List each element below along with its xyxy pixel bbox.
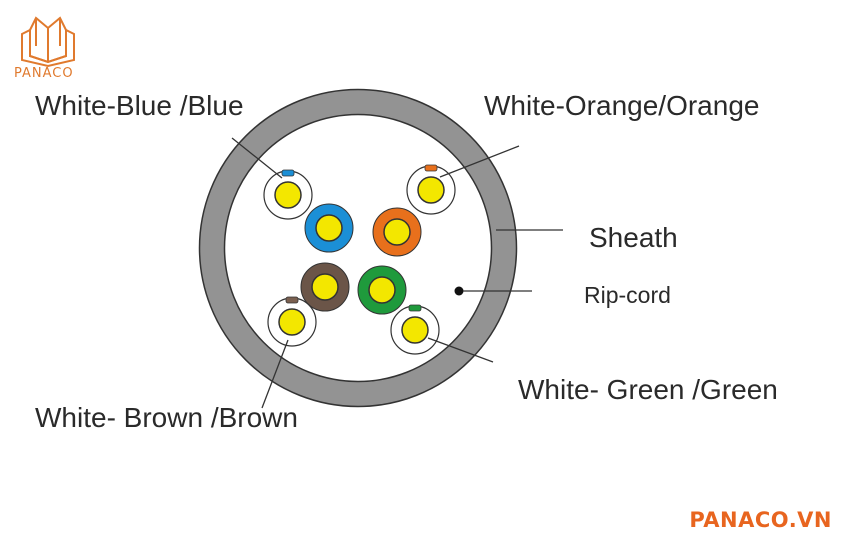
label-white-blue: White-Blue /Blue bbox=[35, 90, 244, 121]
leader-line-white-blue bbox=[231, 137, 283, 179]
leader-line-white-orange bbox=[439, 145, 520, 178]
orange-wire bbox=[372, 207, 422, 257]
leader-line-white-brown bbox=[261, 339, 289, 409]
sheath-outer-edge bbox=[198, 88, 518, 408]
website-watermark: PANACO.VN bbox=[689, 508, 832, 532]
white-orange-wire bbox=[406, 164, 456, 215]
label-rip-cord: Rip-cord bbox=[584, 282, 671, 308]
label-white-brown: White- Brown /Brown bbox=[35, 402, 298, 433]
label-white-green: White- Green /Green bbox=[518, 374, 778, 405]
label-sheath: Sheath bbox=[589, 222, 678, 253]
blue-wire bbox=[304, 203, 354, 253]
green-wire bbox=[357, 265, 407, 315]
logo-text: PANACO bbox=[14, 66, 74, 81]
brown-wire bbox=[300, 262, 350, 312]
white-blue-wire bbox=[263, 169, 313, 220]
leader-line-white-green bbox=[427, 337, 494, 363]
white-green-wire bbox=[390, 304, 440, 355]
sheath-inner-edge bbox=[223, 113, 493, 383]
rip-cord-dot bbox=[454, 286, 464, 296]
book-logo-icon bbox=[21, 16, 75, 68]
label-white-orange: White-Orange/Orange bbox=[484, 90, 760, 121]
white-brown-wire bbox=[267, 296, 317, 347]
